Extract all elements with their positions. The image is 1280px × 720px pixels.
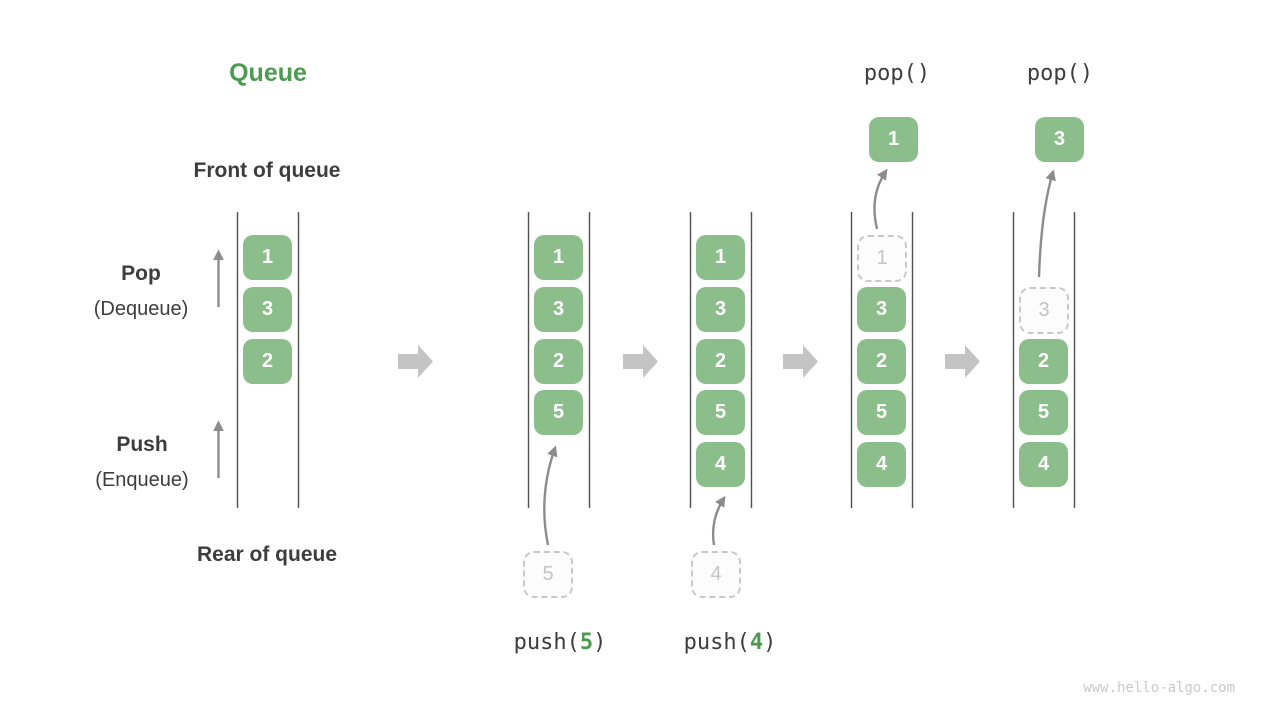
queue-cell: 3 bbox=[243, 287, 292, 332]
pop-operation-label: pop() bbox=[1026, 61, 1094, 86]
incoming-ghost-cell: 5 bbox=[523, 551, 573, 598]
push-4-arrow-icon bbox=[711, 495, 726, 546]
queue-cell: 3 bbox=[534, 287, 583, 332]
queue-cell: 2 bbox=[243, 339, 292, 384]
queue-cell: 5 bbox=[534, 390, 583, 435]
watermark: www.hello-algo.com bbox=[1083, 680, 1235, 696]
incoming-ghost-cell: 4 bbox=[691, 551, 741, 598]
pop-3-arrow-icon bbox=[1037, 169, 1056, 278]
push-operation-label: push(4) bbox=[684, 630, 777, 655]
state-transition-arrow-icon-4 bbox=[945, 345, 980, 378]
queue-cell: 2 bbox=[696, 339, 745, 384]
push-fn-text: push( bbox=[513, 630, 580, 655]
pop-operation-label: pop() bbox=[863, 61, 931, 86]
push-5-arrow-icon bbox=[543, 445, 558, 546]
push-arg-text: 5 bbox=[579, 630, 594, 655]
queue-cell: 5 bbox=[696, 390, 745, 435]
push-action-sublabel: (Enqueue) bbox=[95, 469, 189, 491]
queue-cell: 2 bbox=[534, 339, 583, 384]
state-transition-arrow-icon-2 bbox=[623, 345, 658, 378]
queue-cell: 1 bbox=[696, 235, 745, 280]
popped-cell: 1 bbox=[869, 117, 918, 162]
pop-1-arrow-icon bbox=[873, 168, 888, 230]
figure-title: Queue bbox=[229, 59, 307, 87]
queue-cell: 5 bbox=[857, 390, 906, 435]
state-transition-arrow-icon-3 bbox=[783, 345, 818, 378]
push-operation-label: push(5) bbox=[514, 630, 607, 655]
queue-cell: 1 bbox=[243, 235, 292, 280]
push-close-text: ) bbox=[593, 630, 607, 655]
front-of-queue-label: Front of queue bbox=[193, 159, 341, 182]
push-close-text: ) bbox=[763, 630, 777, 655]
queue-cell: 4 bbox=[1019, 442, 1068, 487]
popped-ghost-cell: 1 bbox=[857, 235, 907, 282]
popped-ghost-cell: 3 bbox=[1019, 287, 1069, 334]
queue-cell: 3 bbox=[857, 287, 906, 332]
queue-cell: 2 bbox=[1019, 339, 1068, 384]
state-transition-arrow-icon-1 bbox=[398, 345, 433, 378]
push-fn-text: push( bbox=[683, 630, 750, 655]
push-action-label: Push bbox=[116, 433, 168, 456]
queue-cell: 1 bbox=[534, 235, 583, 280]
popped-cell: 3 bbox=[1035, 117, 1084, 162]
push-arg-text: 4 bbox=[749, 630, 764, 655]
queue-cell: 4 bbox=[696, 442, 745, 487]
queue-cell: 3 bbox=[696, 287, 745, 332]
pop-action-label: Pop bbox=[121, 262, 161, 285]
queue-cell: 5 bbox=[1019, 390, 1068, 435]
pop-action-sublabel: (Dequeue) bbox=[93, 298, 189, 320]
queue-cell: 2 bbox=[857, 339, 906, 384]
queue-rails bbox=[236, 212, 1076, 508]
queue-cell: 4 bbox=[857, 442, 906, 487]
rear-of-queue-label: Rear of queue bbox=[196, 543, 338, 566]
